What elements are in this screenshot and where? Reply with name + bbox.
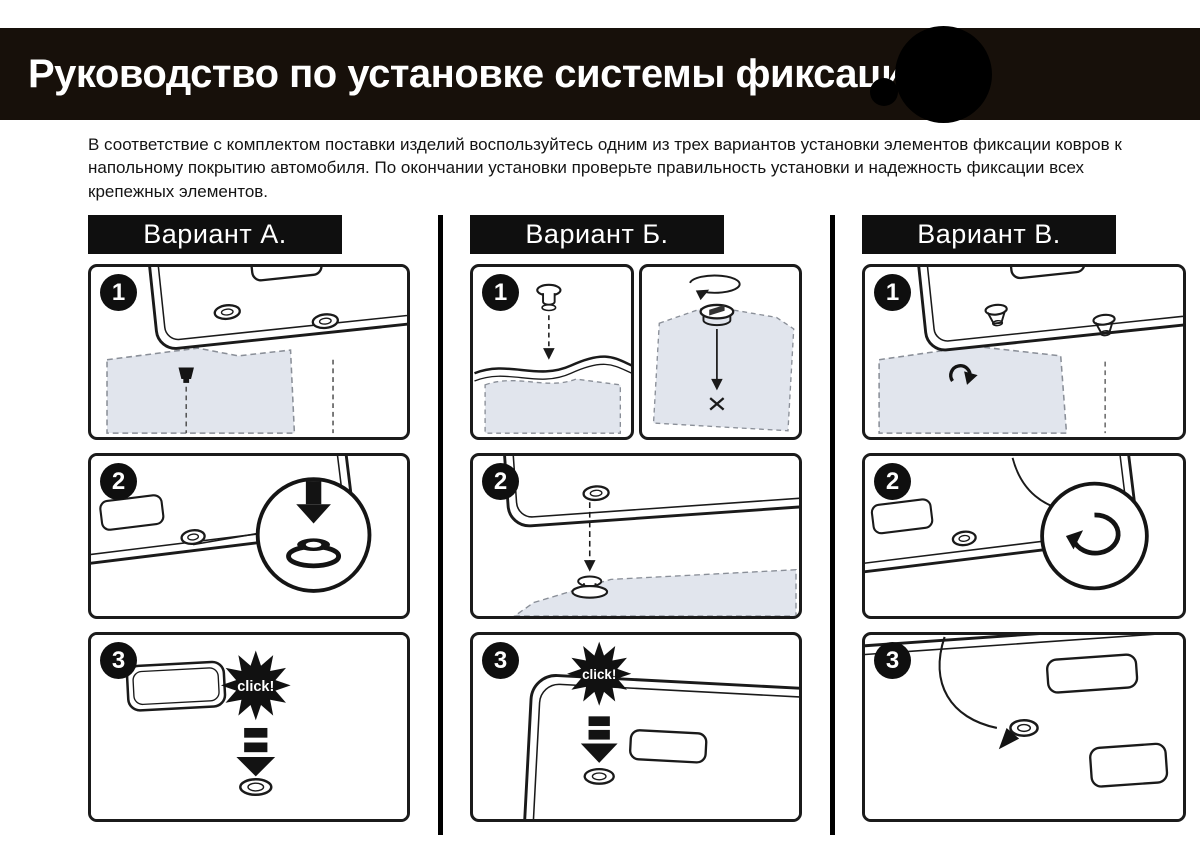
step-2-badge: 2 xyxy=(482,463,519,501)
illustration-v-step-2 xyxy=(865,456,1149,591)
column-divider xyxy=(829,215,835,836)
illustration-a-step-1 xyxy=(106,267,407,435)
illustration-v-step-3 xyxy=(865,635,1183,820)
illustration-b-step-3: click! xyxy=(521,642,799,820)
decorative-circle-icon xyxy=(895,26,992,123)
variant-column-v: Вариант В. 1 xyxy=(862,215,1186,835)
click-label: click! xyxy=(582,667,616,682)
step-3-badge: 3 xyxy=(874,642,911,680)
step-1-badge: 1 xyxy=(100,274,137,312)
page-title: Руководство по установке системы фиксаци… xyxy=(28,51,940,96)
variant-a-header: Вариант А. xyxy=(88,215,342,255)
step-2-badge: 2 xyxy=(100,463,137,501)
variant-b-step-1-left-panel: 1 xyxy=(470,264,634,441)
variant-column-a: Вариант А. 1 2 xyxy=(88,215,410,835)
variants-grid: Вариант А. 1 2 xyxy=(88,215,1186,836)
step-1-badge: 1 xyxy=(874,274,911,312)
variant-a-step-1-panel: 1 xyxy=(88,264,410,441)
click-starburst: click! xyxy=(220,650,291,721)
variant-a-step-3-panel: 3 click! xyxy=(88,632,410,823)
illustration-a-step-3: click! xyxy=(91,635,407,820)
illustration-v-step-1 xyxy=(878,267,1183,435)
illustration-b-step-2 xyxy=(500,456,799,617)
variant-v-step-1-panel: 1 xyxy=(862,264,1186,441)
decorative-dot-icon xyxy=(870,78,898,106)
variant-b-step-1-row: 1 xyxy=(470,264,802,441)
variant-column-b: Вариант Б. 1 xyxy=(470,215,802,835)
column-divider xyxy=(437,215,443,836)
variant-b-step-1-right-panel xyxy=(638,264,802,441)
top-white-strip xyxy=(0,0,1200,28)
click-starburst: click! xyxy=(567,642,632,707)
step-1-badge: 1 xyxy=(482,274,519,312)
variant-a-step-2-panel: 2 xyxy=(88,453,410,620)
variant-b-step-3-panel: 3 click! xyxy=(470,632,802,823)
step-3-badge: 3 xyxy=(482,642,519,680)
variant-v-step-3-panel: 3 xyxy=(862,632,1186,823)
illustration-b-step-1-left xyxy=(474,284,631,435)
step-2-badge: 2 xyxy=(874,463,911,501)
variant-v-header: Вариант В. xyxy=(862,215,1116,255)
illustration-b-step-1-right xyxy=(652,274,794,432)
step-3-badge: 3 xyxy=(100,642,137,680)
variant-b-header: Вариант Б. xyxy=(470,215,724,255)
intro-text: В соответствие с комплектом поставки изд… xyxy=(88,135,1122,201)
variant-v-step-2-panel: 2 xyxy=(862,453,1186,620)
page-header: Руководство по установке системы фиксаци… xyxy=(0,26,1200,123)
illustration-a-step-2 xyxy=(91,456,372,594)
variant-b-step-2-panel: 2 xyxy=(470,453,802,620)
click-label: click! xyxy=(237,680,274,696)
